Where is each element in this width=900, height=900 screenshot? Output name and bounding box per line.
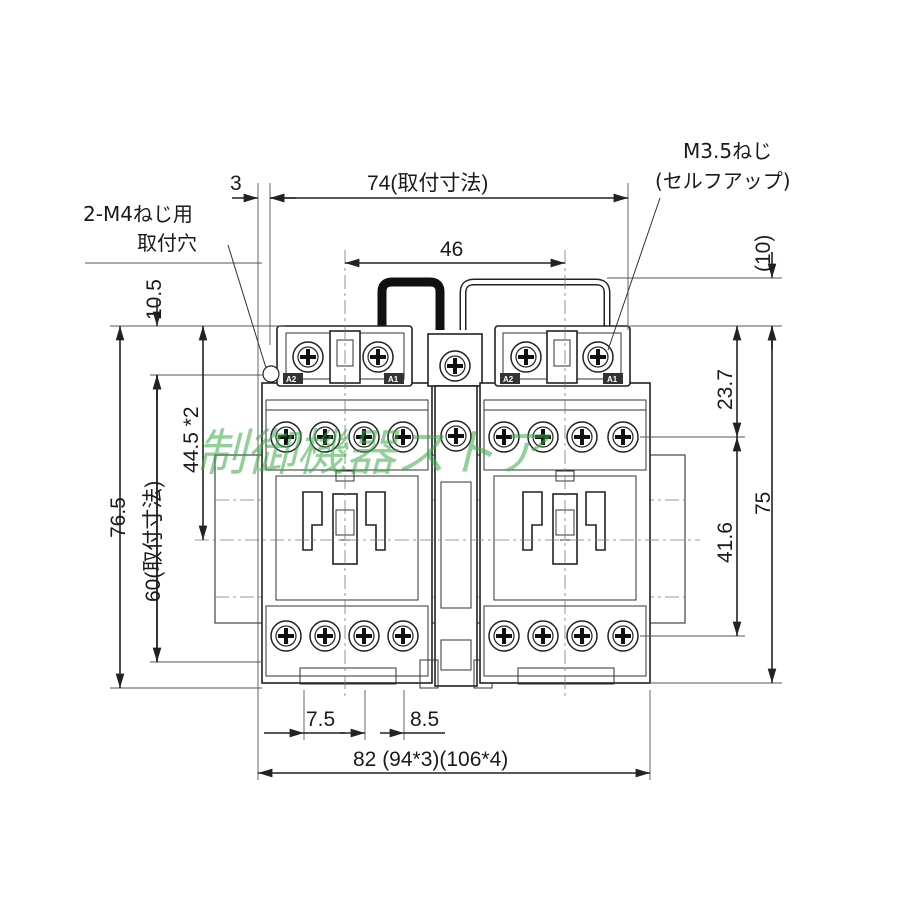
centerlines [195,250,700,700]
mount-hole-note-line2: 取付穴 [137,231,197,255]
dim-41-6: 41.6 [714,522,737,563]
mount-hole-note-line1: 2-M4ねじ用 [83,202,193,226]
main-terminal-screw-icon [566,620,598,652]
terminal-mark-a1: A1 [388,375,399,384]
dim-10-5: 10.5 [143,279,166,320]
main-terminal-screw-icon [387,620,419,652]
dim-3: 3 [230,172,242,195]
watermark: 制御機器ストア [196,424,551,482]
dim-75: 75 [752,492,775,515]
coil-screw-icon [582,341,614,373]
main-terminal-screw-icon [270,620,302,652]
terminal-mark-a1: A1 [607,375,618,384]
interlock-wire-right [459,278,611,330]
left-contactor: A2 A1 [261,325,433,685]
dim-46: 46 [440,238,463,261]
main-terminal-screw-icon [607,620,639,652]
right-vertical-dimensions: (10) 23.7 41.6 75 [607,235,782,684]
dim-10: (10) [752,235,775,272]
main-terminal-screw-icon [527,620,559,652]
horizontal-dimensions: 3 74(取付寸法) 46 7.5 8.5 82 (94*3)(106*4) [230,172,651,780]
screw-note-line2: (セルフアップ) [655,169,791,193]
interlock-wire-left [377,277,445,330]
coil-screw-icon [510,341,542,373]
coil-screw-icon [292,341,324,373]
main-terminal-screw-icon [607,421,639,453]
dim-8-5: 8.5 [410,708,439,731]
interlock-screw-icon [439,350,471,382]
dim-7-5: 7.5 [306,708,335,731]
terminal-mark-a2: A2 [503,375,514,384]
left-vertical-dimensions: 10.5 44.5 *2 76.5 60(取付寸法) [85,262,285,689]
mechanical-interlock [419,333,493,689]
main-terminal-screw-icon [348,620,380,652]
annotations: 2-M4ねじ用 取付穴 M3.5ねじ (セルフアップ) [83,139,791,369]
dim-76-5: 76.5 [107,497,130,538]
screw-note-line1: M3.5ねじ [683,139,772,163]
coil-screw-icon [362,341,394,373]
dim-overall-width: 82 (94*3)(106*4) [353,748,508,771]
dim-23-7: 23.7 [714,369,737,410]
terminal-mark-a2: A2 [286,375,297,384]
main-terminal-screw-icon [488,620,520,652]
main-terminal-screw-icon [566,421,598,453]
dim-44-5: 44.5 *2 [180,406,203,473]
dim-mount-width: 74(取付寸法) [367,172,488,195]
main-terminal-screw-icon [309,620,341,652]
dim-mount-height: 60(取付寸法) [142,481,165,602]
